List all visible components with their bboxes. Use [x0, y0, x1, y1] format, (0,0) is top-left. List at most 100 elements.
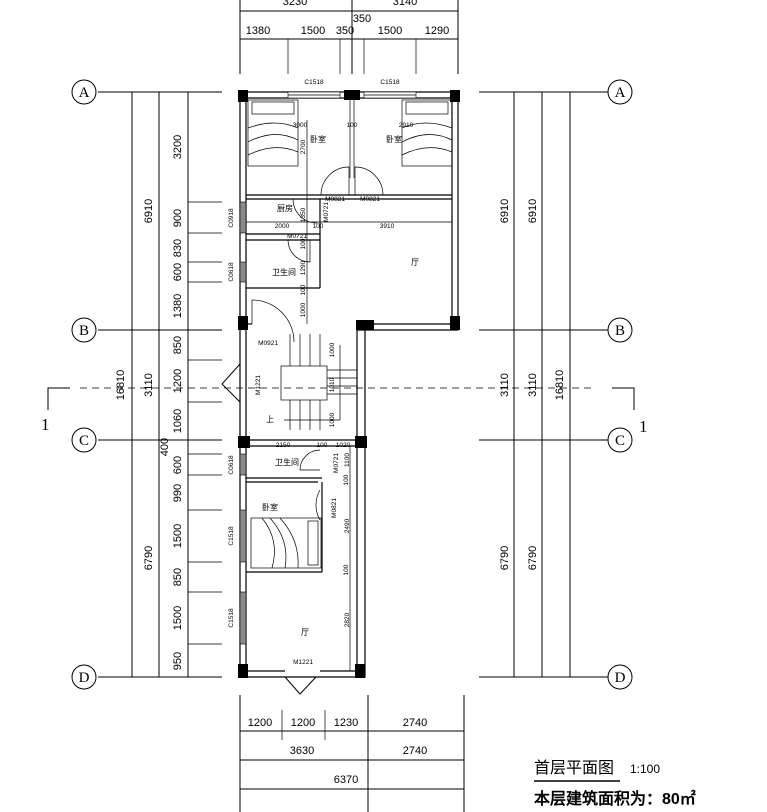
inner-dim: 1000: [300, 302, 307, 317]
inner-dim: 2490: [344, 518, 351, 533]
bottom-detail-dim: 1230: [334, 717, 358, 729]
top-detail-dim: 1290: [425, 25, 449, 37]
inner-dim: 100: [300, 238, 307, 249]
left-detail-dim: 3200: [172, 135, 184, 159]
door-label: M0821: [325, 196, 345, 203]
section-mark-left: 1: [41, 415, 50, 434]
inner-dim: 1000: [329, 342, 336, 357]
top-detail-dim: 1500: [378, 25, 402, 37]
room-label: 卧室: [386, 134, 402, 144]
axis-label-a: A: [615, 85, 626, 101]
axis-label-a: A: [79, 85, 90, 101]
left-detail-dim: 1060: [172, 409, 184, 433]
axis-label-d: D: [79, 670, 90, 686]
axis-label-b: B: [79, 323, 89, 339]
left-detail-dim: 990: [172, 484, 184, 502]
axis-bubbles: [71, 79, 633, 690]
door-label: M0721: [323, 202, 330, 222]
bottom-detail-dim: 2740: [403, 717, 427, 729]
left-mid-dim: 3110: [143, 373, 155, 397]
right-total-dim: 16810: [554, 370, 566, 401]
inner-dim: 100: [343, 564, 350, 575]
bottom-detail-dim: 1200: [291, 717, 315, 729]
top-detail-dim: 350: [353, 13, 371, 25]
right-dim: 3110: [499, 373, 511, 397]
window-label: C1518: [228, 526, 235, 546]
section-line-1: [47, 387, 635, 410]
left-detail-dim: 900: [172, 209, 184, 227]
inner-dim: 100: [343, 474, 350, 485]
bottom-total-dim: 6370: [334, 774, 358, 786]
room-label: 厅: [411, 258, 419, 267]
bottom-mid-dim: 3630: [290, 745, 314, 757]
left-dimension-lines: [98, 91, 222, 678]
stair-up-label: 上: [266, 415, 274, 424]
section-mark-right: 1: [639, 417, 648, 436]
floor-area-note: 本层建筑面积为：80㎡: [534, 789, 696, 808]
axis-label-d: D: [615, 670, 626, 686]
left-detail-dim: 1200: [172, 369, 184, 393]
top-overall-dim: 3230: [283, 0, 307, 8]
door-label: M1221: [255, 375, 262, 395]
window-label: C0618: [228, 455, 235, 475]
inner-dim: 100: [347, 122, 358, 129]
top-overall-dim: 3140: [393, 0, 417, 8]
right-dim: 6910: [499, 199, 511, 223]
right-dim: 6790: [527, 546, 539, 570]
inner-dim: 1020: [336, 442, 351, 449]
window-label: C1518: [228, 608, 235, 628]
drawing-title: 首层平面图: [534, 759, 614, 777]
left-total-dim: 16810: [115, 370, 127, 401]
inner-dim: 1350: [300, 207, 307, 222]
furniture-beds: [247, 99, 453, 569]
drawing-scale: 1:100: [630, 762, 660, 776]
inner-dim: 1100: [344, 453, 351, 467]
right-dim: 3110: [527, 373, 539, 397]
room-label: 卧室: [310, 134, 326, 144]
inner-dim: 100: [300, 284, 307, 295]
bottom-mid-dim: 2740: [403, 745, 427, 757]
door-label: M0821: [331, 498, 338, 518]
left-detail-dim: 850: [172, 336, 184, 354]
window-label: C1518: [380, 79, 400, 86]
room-label: 卫生间: [272, 267, 296, 277]
bottom-detail-dim: 1200: [248, 717, 272, 729]
door-label: M0721: [287, 233, 307, 240]
door-label: M0921: [258, 340, 278, 347]
right-dimension-lines: [479, 91, 608, 678]
left-mid-dim: 6910: [143, 199, 155, 223]
left-detail-dim: 850: [172, 568, 184, 586]
door-label: M0721: [333, 453, 340, 473]
staircase: [280, 334, 357, 430]
inner-dim: 1010: [329, 377, 336, 392]
left-detail-dim: 950: [172, 652, 184, 670]
axis-label-c: C: [79, 433, 89, 449]
left-mid-dim: 6790: [143, 546, 155, 570]
inner-dim: 3000: [293, 122, 308, 129]
axis-label-b: B: [615, 323, 625, 339]
window-label: C1518: [304, 79, 324, 86]
inner-dim: 2700: [300, 139, 307, 154]
left-detail-dim: 1500: [172, 524, 184, 548]
right-dim: 6790: [499, 546, 511, 570]
axis-label-c: C: [615, 433, 625, 449]
inner-dim: 2000: [275, 223, 290, 230]
inner-dim: 2150: [276, 442, 291, 449]
right-dim: 6910: [527, 199, 539, 223]
inner-dim: 100: [313, 223, 324, 230]
left-detail-dim: 600: [172, 263, 184, 281]
top-detail-dim: 1500: [301, 25, 325, 37]
inner-dim: 1290: [300, 260, 307, 275]
inner-dim: 3910: [380, 223, 395, 230]
left-detail-dim: 1500: [172, 606, 184, 630]
room-label: 卧室: [262, 502, 278, 512]
door-label: M0821: [360, 196, 380, 203]
inner-dim: 1000: [329, 412, 336, 427]
inner-dim: 2820: [344, 612, 351, 627]
window-label: C0618: [228, 262, 235, 282]
left-detail-dim: 600: [172, 456, 184, 474]
window-label: C0918: [228, 208, 235, 228]
